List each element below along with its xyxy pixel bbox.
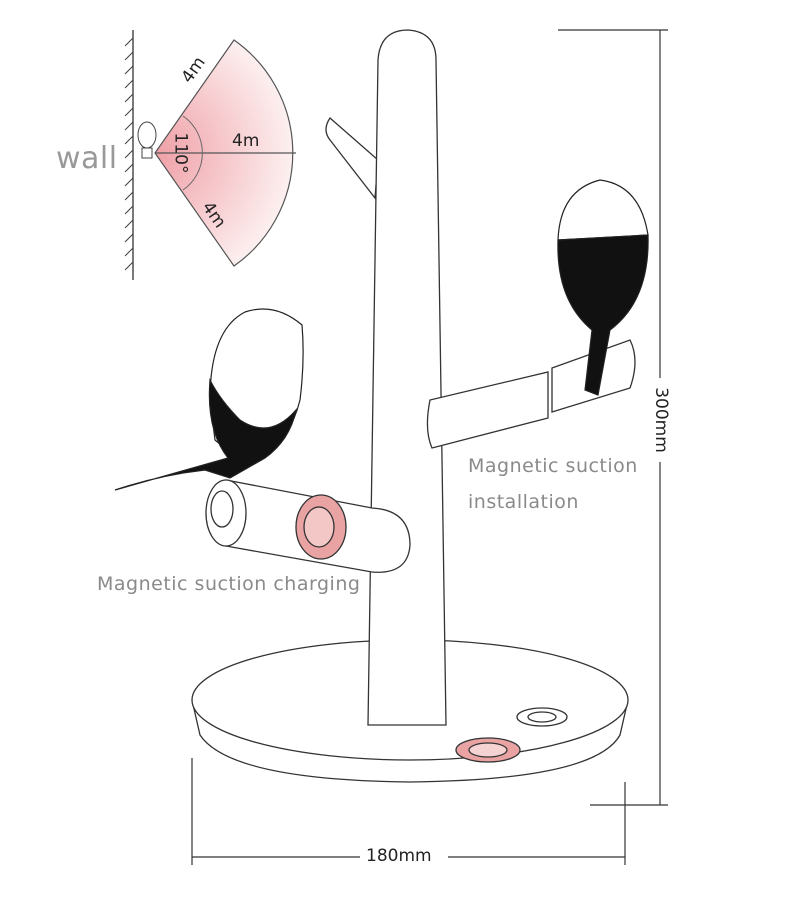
left-bird-lamp: [114, 308, 304, 491]
sensor-bird-icon: [137, 121, 157, 159]
height-dimension-label: 300mm: [650, 387, 671, 453]
magnetic-install-label-line1: Magnetic suction: [468, 455, 638, 477]
angle-label: 110°: [170, 132, 191, 174]
right-bird-lamp: [557, 179, 649, 396]
dimension-lines: [191, 29, 668, 865]
width-dimension-label: 180mm: [366, 846, 432, 866]
tree-stand: [205, 29, 636, 726]
range-center-label: 4m: [232, 131, 260, 151]
sensor-range-diagram: [124, 30, 296, 280]
magnetic-install-label-line2: installation: [468, 491, 579, 513]
wall-label: wall: [56, 141, 118, 176]
magnetic-charging-label: Magnetic suction charging: [97, 573, 361, 595]
